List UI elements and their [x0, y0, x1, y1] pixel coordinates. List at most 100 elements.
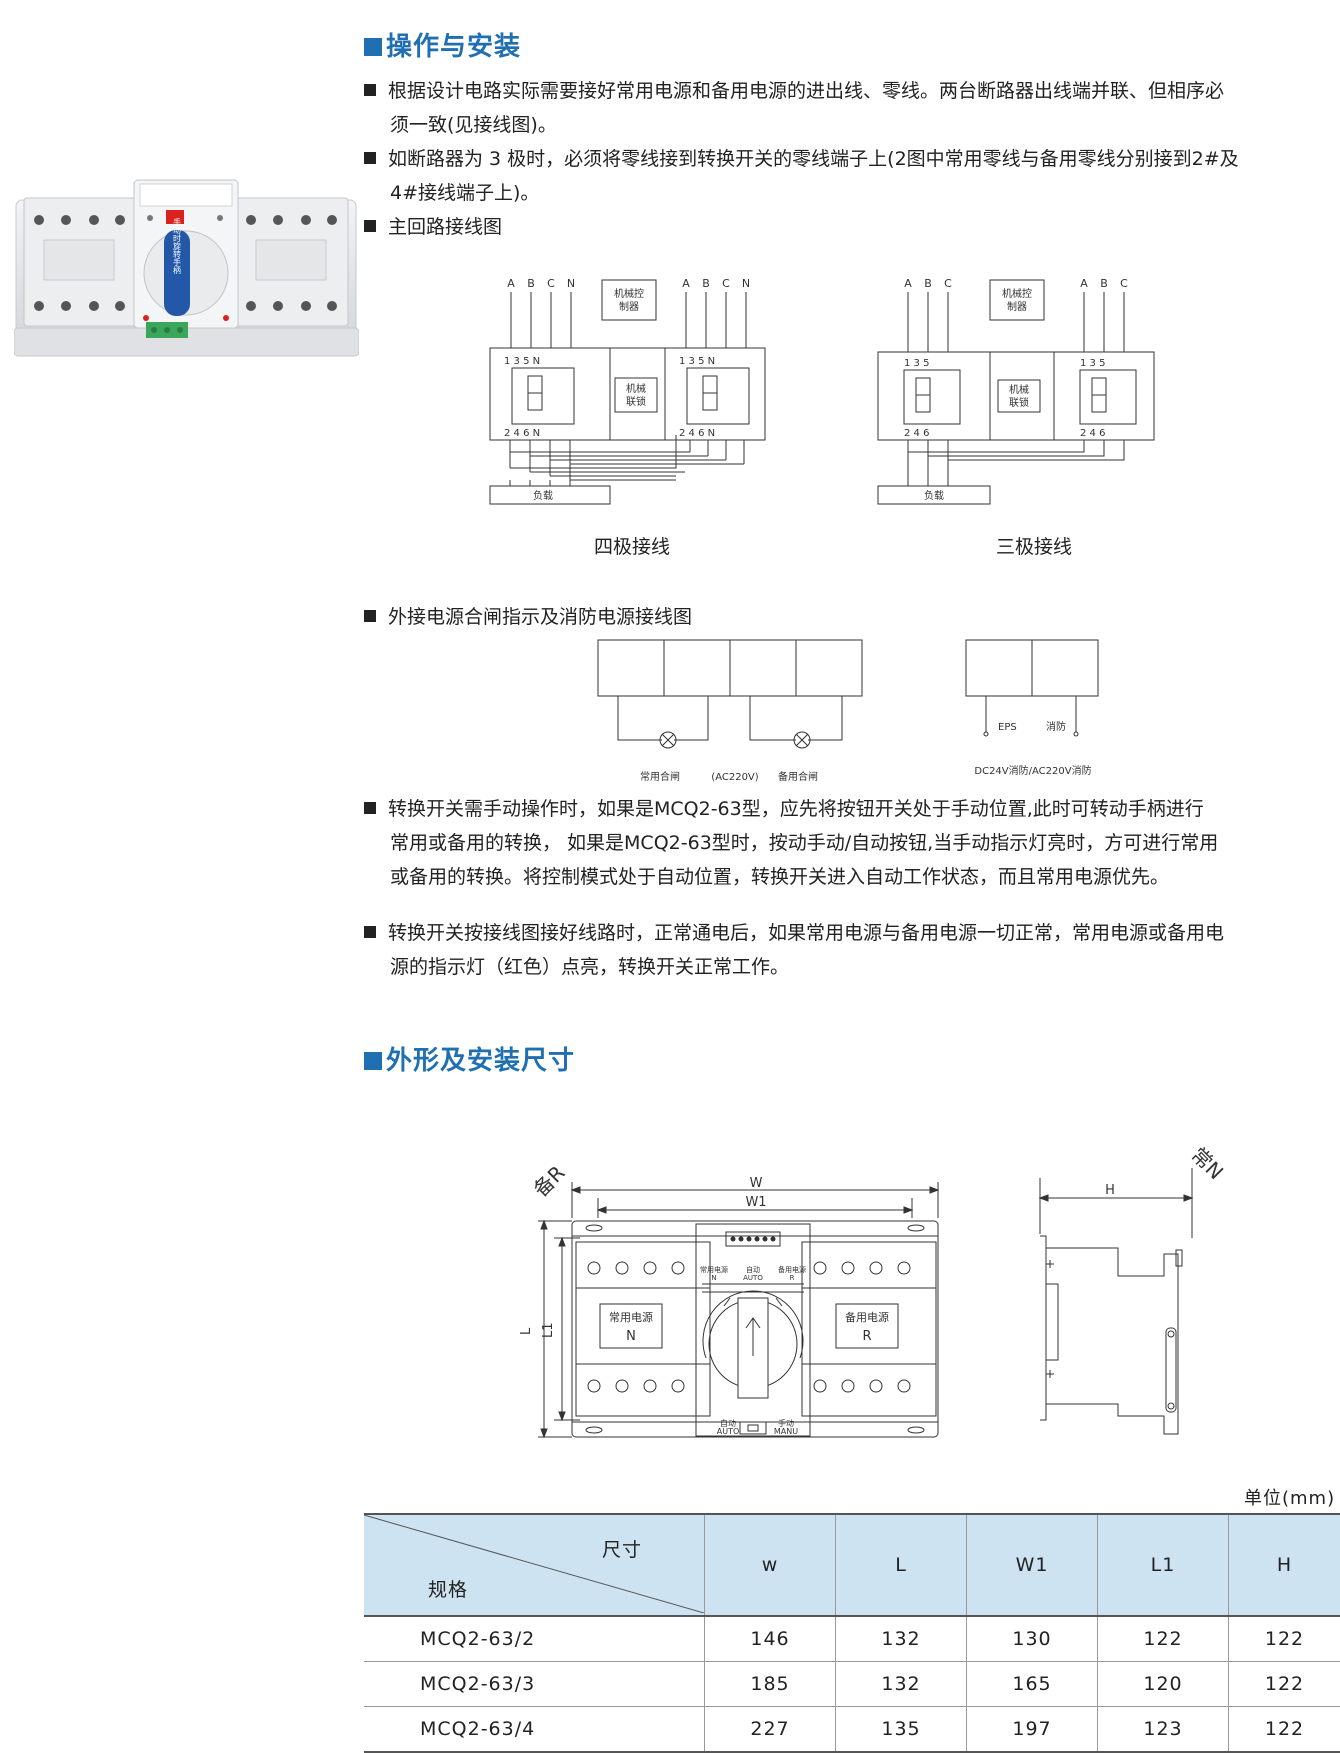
wiring-diagram-four-pole: A B C N A B C N 机械控 制器 1 3 5 N 1 3 5 N 2…: [480, 270, 780, 510]
svg-text:(AC220V): (AC220V): [711, 772, 758, 783]
svg-text:消防: 消防: [1046, 720, 1066, 733]
unit-label: 单位(mm): [1244, 1484, 1335, 1510]
svg-text:常用电源: 常用电源: [700, 1265, 728, 1274]
table-cell: 197: [967, 1707, 1098, 1753]
table-cell: 120: [1098, 1662, 1229, 1707]
svg-text:机械: 机械: [626, 382, 646, 395]
svg-text:MANU: MANU: [774, 1427, 798, 1436]
diagonal-line: [364, 1515, 704, 1613]
table-cell: 130: [967, 1616, 1098, 1662]
common-label: 常N: [1186, 1143, 1228, 1185]
handle-label: 手动时旋转手柄: [173, 217, 182, 275]
phase-label: B: [702, 277, 710, 290]
table-cell-model: MCQ2-63/3: [364, 1662, 705, 1707]
svg-text:机械控: 机械控: [614, 287, 644, 300]
dimension-drawing-front: 备R W W1 L L1 常用电源 N 备用电源 R 常用电源 N 自动 AUT…: [520, 1138, 950, 1448]
table-cell: 122: [1229, 1616, 1340, 1662]
svg-text:N: N: [626, 1329, 636, 1344]
header-col-h: H: [1229, 1514, 1340, 1616]
bullet-icon: [364, 84, 376, 96]
paragraph-manual-operation: 转换开关需手动操作时，如果是MCQ2-63型，应先将按钮开关处于手动位置,此时可…: [364, 792, 1339, 894]
title-square-icon: [364, 1052, 382, 1070]
svg-text:1 3 5 N: 1 3 5 N: [504, 356, 540, 367]
svg-text:2 4 6 N: 2 4 6 N: [679, 428, 715, 439]
paragraph-normal-operation: 转换开关按接线图接好线路时，正常通电后，如果常用电源与备用电源一切正常，常用电源…: [364, 916, 1339, 984]
header-diagonal-cell: 尺寸 规格: [364, 1514, 705, 1616]
phase-label: B: [924, 277, 932, 290]
svg-text:备用电源: 备用电源: [778, 1265, 806, 1274]
svg-text:DC24V消防/AC220V消防: DC24V消防/AC220V消防: [974, 764, 1091, 777]
svg-text:H: H: [1105, 1183, 1115, 1198]
bullet-icon: [364, 802, 376, 814]
section-title-operation: 操作与安装: [364, 26, 521, 63]
svg-text:备用电源: 备用电源: [845, 1310, 889, 1324]
svg-text:N: N: [711, 1274, 716, 1282]
svg-text:AUTO: AUTO: [743, 1274, 763, 1282]
bullet-icon: [364, 610, 376, 622]
heading-external-power: 外接电源合闸指示及消防电源接线图: [364, 600, 692, 634]
svg-text:AUTO: AUTO: [717, 1427, 740, 1436]
svg-text:备用合闸: 备用合闸: [778, 770, 818, 783]
table-row: MCQ2-63/2 146 132 130 122 122: [364, 1616, 1340, 1662]
svg-text:1 3 5 N: 1 3 5 N: [679, 356, 715, 367]
table-cell: 185: [705, 1662, 836, 1707]
external-power-diagram: 常用合闸 (AC220V) 备用合闸 EPS 消防 DC24V消防/AC220V…: [590, 634, 1130, 784]
table-cell: 165: [967, 1662, 1098, 1707]
bullet-icon: [364, 926, 376, 938]
table-row: MCQ2-63/3 185 132 165 120 122: [364, 1662, 1340, 1707]
header-col-w1: W1: [967, 1514, 1098, 1616]
backup-label: 备R: [529, 1161, 570, 1202]
header-col-w: w: [705, 1514, 836, 1616]
svg-text:制器: 制器: [619, 300, 639, 313]
svg-text:机械控: 机械控: [1002, 287, 1032, 300]
svg-text:W1: W1: [745, 1195, 766, 1210]
svg-text:EPS: EPS: [998, 722, 1017, 733]
svg-text:2 4 6 N: 2 4 6 N: [504, 428, 540, 439]
table-cell: 122: [1098, 1616, 1229, 1662]
table-cell-model: MCQ2-63/4: [364, 1707, 705, 1753]
table-cell: 135: [836, 1707, 967, 1753]
phase-label: A: [682, 277, 690, 290]
dimension-table: 尺寸 规格 w L W1 L1 H MCQ2-63/2 146 132 130 …: [364, 1513, 1340, 1753]
svg-text:联锁: 联锁: [1009, 396, 1029, 409]
svg-text:2 4 6: 2 4 6: [904, 428, 929, 439]
table-cell: 123: [1098, 1707, 1229, 1753]
svg-text:负载: 负载: [924, 489, 944, 502]
svg-text:1 3 5: 1 3 5: [904, 358, 929, 369]
table-cell: 122: [1229, 1662, 1340, 1707]
svg-text:联锁: 联锁: [626, 395, 646, 408]
svg-text:W: W: [750, 1176, 763, 1191]
svg-text:R: R: [862, 1329, 871, 1344]
phase-label: C: [547, 277, 555, 290]
header-col-l: L: [836, 1514, 967, 1616]
phase-label: C: [722, 277, 730, 290]
caption-three-pole: 三极接线: [996, 532, 1072, 559]
svg-text:L1: L1: [541, 1322, 556, 1338]
header-dimension: 尺寸: [602, 1535, 642, 1562]
header-col-l1: L1: [1098, 1514, 1229, 1616]
dimension-drawing-side: 常N H: [1030, 1138, 1240, 1448]
table-cell: 122: [1229, 1707, 1340, 1753]
svg-text:负载: 负载: [533, 489, 553, 502]
svg-text:R: R: [790, 1274, 795, 1282]
paragraph-wiring-1: 根据设计电路实际需要接好常用电源和备用电源的进出线、零线。两台断路器出线端并联、…: [364, 74, 1339, 244]
phase-label: A: [1080, 277, 1088, 290]
svg-text:常用合闸: 常用合闸: [640, 770, 680, 783]
svg-text:制器: 制器: [1007, 300, 1027, 313]
phase-label: C: [1120, 277, 1128, 290]
phase-label: A: [507, 277, 515, 290]
phase-label: B: [527, 277, 535, 290]
table-cell: 227: [705, 1707, 836, 1753]
header-spec: 规格: [428, 1575, 468, 1602]
phase-label: N: [742, 277, 750, 290]
table-cell: 132: [836, 1616, 967, 1662]
wiring-diagram-three-pole: A B C A B C 机械控 制器 1 3 5 1 3 5 2 4 6 2 4…: [868, 270, 1168, 510]
svg-text:自动: 自动: [746, 1265, 760, 1274]
caption-four-pole: 四极接线: [594, 532, 670, 559]
product-photo: 手动时旋转手柄: [14, 178, 359, 368]
phase-label: N: [567, 277, 575, 290]
svg-text:机械: 机械: [1009, 383, 1029, 396]
phase-label: A: [904, 277, 912, 290]
bullet-icon: [364, 152, 376, 164]
svg-text:1 3 5: 1 3 5: [1080, 358, 1105, 369]
